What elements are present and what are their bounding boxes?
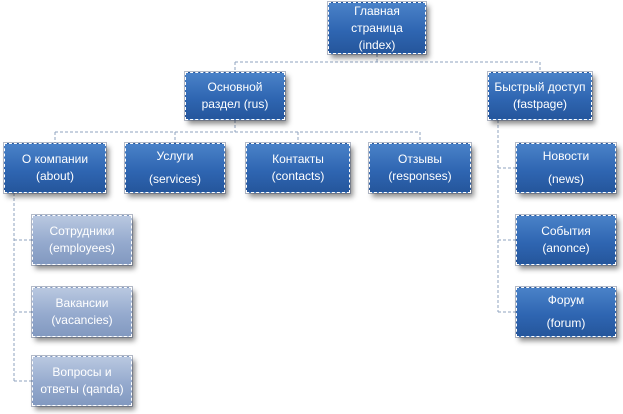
node-employees-line2: (employees) xyxy=(48,241,116,255)
node-qanda[interactable]: Вопросы и ответы (qanda) xyxy=(31,355,133,407)
node-index-line2: страница xyxy=(351,20,403,35)
node-rus-line2: раздел (rus) xyxy=(201,97,269,111)
node-news-line1: Новости xyxy=(542,149,590,163)
connector-fastpage-children xyxy=(497,120,516,313)
node-rus-line1: Основной xyxy=(207,80,263,94)
node-about-line1: О компании xyxy=(21,152,89,166)
node-index-line1: Главная xyxy=(354,3,400,18)
node-about-line2: (about) xyxy=(35,169,75,183)
node-forum-line2: (forum) xyxy=(546,316,586,330)
node-vacancies-line2: (vacancies) xyxy=(51,313,113,327)
connector-about-children xyxy=(13,193,32,382)
node-contacts[interactable]: Контакты (contacts) xyxy=(245,142,351,194)
node-forum-line1: Форум xyxy=(547,293,585,307)
node-responses-line1: Отзывы xyxy=(398,152,442,166)
node-news-line2: (news) xyxy=(547,172,584,186)
node-anonce[interactable]: События (anonce) xyxy=(515,214,617,266)
node-services-line1: Услуги xyxy=(156,149,194,163)
node-index[interactable]: Главная страница (index) xyxy=(327,1,427,55)
node-fastpage-line1: Быстрый доступ xyxy=(494,80,586,94)
node-about[interactable]: О компании (about) xyxy=(3,142,107,194)
node-qanda-line2: ответы (qanda) xyxy=(40,382,124,396)
node-rus[interactable]: Основной раздел (rus) xyxy=(184,71,286,121)
node-forum[interactable]: Форум (forum) xyxy=(515,286,617,338)
node-fastpage[interactable]: Быстрый доступ (fastpage) xyxy=(487,71,593,121)
node-fastpage-line2: (fastpage) xyxy=(512,97,568,111)
node-services-line2: (services) xyxy=(148,172,201,186)
node-index-line3: (index) xyxy=(358,37,396,52)
node-contacts-line1: Контакты xyxy=(272,152,324,166)
connector-index-level1 xyxy=(234,54,541,72)
node-employees-line1: Сотрудники xyxy=(49,224,115,238)
node-vacancies[interactable]: Вакансии (vacancies) xyxy=(31,286,133,338)
node-qanda-line1: Вопросы и xyxy=(52,365,112,379)
node-contacts-line2: (contacts) xyxy=(271,169,325,183)
node-services[interactable]: Услуги (services) xyxy=(124,142,226,194)
node-vacancies-line1: Вакансии xyxy=(55,296,109,310)
connector-rus-level2 xyxy=(54,120,421,143)
node-responses[interactable]: Отзывы (responses) xyxy=(368,142,472,194)
node-employees[interactable]: Сотрудники (employees) xyxy=(31,214,133,266)
node-anonce-line1: События xyxy=(541,224,591,238)
node-anonce-line2: (anonce) xyxy=(542,241,590,255)
node-news[interactable]: Новости (news) xyxy=(515,142,617,194)
node-responses-line2: (responses) xyxy=(388,169,452,183)
